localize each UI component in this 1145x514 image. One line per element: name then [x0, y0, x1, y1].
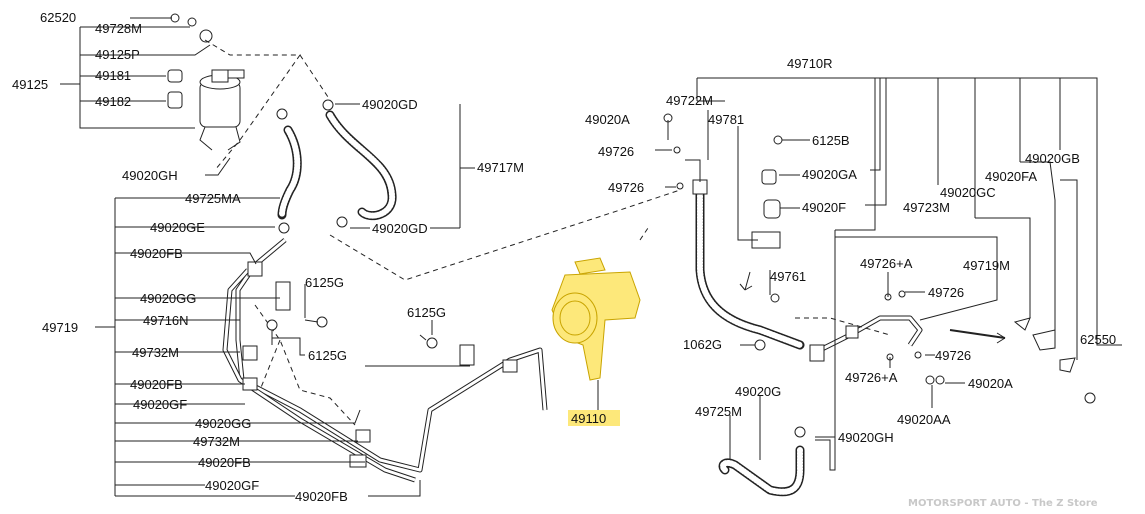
label-49020F[interactable]: 49020F — [802, 200, 846, 215]
hose-49725MA — [277, 125, 302, 220]
label-49020FB-d[interactable]: 49020FB — [295, 489, 348, 504]
label-49726-b[interactable]: 49726 — [608, 180, 644, 195]
label-49020A[interactable]: 49020A — [585, 112, 630, 127]
label-49761[interactable]: 49761 — [770, 269, 806, 284]
label-49020G[interactable]: 49020G — [735, 384, 781, 399]
label-49181[interactable]: 49181 — [95, 68, 131, 83]
label-49020A-b[interactable]: 49020A — [968, 376, 1013, 391]
label-49716N[interactable]: 49716N — [143, 313, 189, 328]
label-49020GB[interactable]: 49020GB — [1025, 151, 1080, 166]
label-49726A-b[interactable]: 49726+A — [845, 370, 898, 385]
label-49726-d[interactable]: 49726 — [935, 348, 971, 363]
label-49719[interactable]: 49719 — [42, 320, 78, 335]
hose-49717M — [325, 110, 397, 221]
part-labels: 62520 49728M 49125P 49181 49182 49125 49… — [12, 10, 1116, 509]
label-49722M[interactable]: 49722M — [666, 93, 713, 108]
reservoir-assembly — [167, 13, 348, 234]
label-62550[interactable]: 62550 — [1080, 332, 1116, 347]
label-6125B[interactable]: 6125B — [812, 133, 850, 148]
label-49125P[interactable]: 49125P — [95, 47, 140, 62]
hose-49723M — [685, 159, 805, 350]
label-49732M-b[interactable]: 49732M — [193, 434, 240, 449]
label-49020GA[interactable]: 49020GA — [802, 167, 857, 182]
label-49717M[interactable]: 49717M — [477, 160, 524, 175]
label-49728M[interactable]: 49728M — [95, 21, 142, 36]
label-49725MA[interactable]: 49725MA — [185, 191, 241, 206]
label-49020FB-b[interactable]: 49020FB — [130, 377, 183, 392]
watermark: MOTORSPORT AUTO - The Z Store — [908, 498, 1098, 509]
bolt-6125G-b — [266, 319, 278, 345]
label-49020FB[interactable]: 49020FB — [130, 246, 183, 261]
label-49732M[interactable]: 49732M — [132, 345, 179, 360]
label-49020GD[interactable]: 49020GD — [362, 97, 418, 112]
label-49020GG[interactable]: 49020GG — [140, 291, 196, 306]
label-49726A-a[interactable]: 49726+A — [860, 256, 913, 271]
label-49020GH-b[interactable]: 49020GH — [838, 430, 894, 445]
label-49020GE[interactable]: 49020GE — [150, 220, 205, 235]
label-49020GG-b[interactable]: 49020GG — [195, 416, 251, 431]
bolt-6125G-c — [419, 334, 438, 349]
power-steering-pump-49110[interactable] — [551, 257, 641, 426]
label-62520[interactable]: 62520 — [40, 10, 76, 25]
label-49125[interactable]: 49125 — [12, 77, 48, 92]
label-49182[interactable]: 49182 — [95, 94, 131, 109]
label-49020GF[interactable]: 49020GF — [133, 397, 187, 412]
label-49723M[interactable]: 49723M — [903, 200, 950, 215]
label-49020AA[interactable]: 49020AA — [897, 412, 951, 427]
label-49020GF-b[interactable]: 49020GF — [205, 478, 259, 493]
hose-49725M — [718, 445, 805, 497]
label-6125G-a[interactable]: 6125G — [305, 275, 344, 290]
label-49719M[interactable]: 49719M — [963, 258, 1010, 273]
label-6125G-b[interactable]: 6125G — [308, 348, 347, 363]
pipe-49719M — [809, 315, 923, 362]
label-49020GD-b[interactable]: 49020GD — [372, 221, 428, 236]
label-49781[interactable]: 49781 — [708, 112, 744, 127]
leader-lines — [60, 17, 1122, 497]
label-49020FB-c[interactable]: 49020FB — [198, 455, 251, 470]
label-49725M[interactable]: 49725M — [695, 404, 742, 419]
label-49726-c[interactable]: 49726 — [928, 285, 964, 300]
label-49020FA[interactable]: 49020FA — [985, 169, 1037, 184]
label-49020GH[interactable]: 49020GH — [122, 168, 178, 183]
label-49726-a[interactable]: 49726 — [598, 144, 634, 159]
label-49110[interactable]: 49110 — [571, 411, 606, 426]
label-49020GC[interactable]: 49020GC — [940, 185, 996, 200]
label-6125G-c[interactable]: 6125G — [407, 305, 446, 320]
bolt-6125G-a — [304, 316, 328, 328]
label-49710R[interactable]: 49710R — [787, 56, 833, 71]
label-1062G[interactable]: 1062G — [683, 337, 722, 352]
pipe-49719 — [222, 238, 548, 483]
